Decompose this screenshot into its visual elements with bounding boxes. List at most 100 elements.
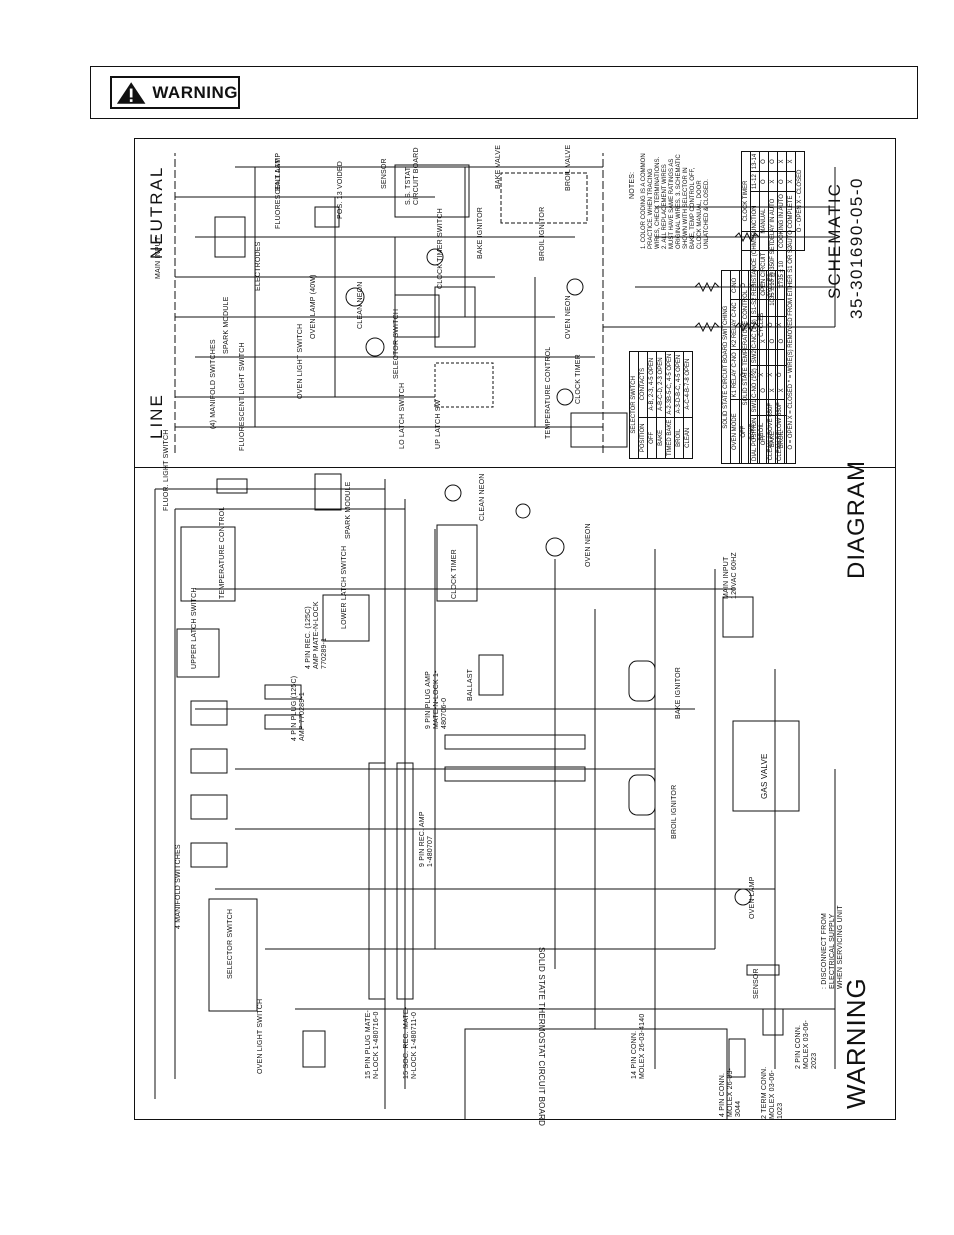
label-bake-ignitor-diagram: BAKE IGNITOR xyxy=(675,666,682,719)
label-oven-lamp: OVEN LAMP (40W) xyxy=(310,274,317,339)
label-pos13-voided: POS. 13 VOIDED xyxy=(337,160,344,219)
table-cell: X xyxy=(768,171,778,192)
label-plug-9pin: 9 PIN PLUG AMP MATE-N-LOCK 1-480706-0 xyxy=(425,670,448,729)
warning-badge: WARNING xyxy=(110,76,240,109)
table-cell: CLEAN xyxy=(683,417,693,459)
label-main-input: MAIN INPUT xyxy=(155,236,162,279)
label-oven-light-switch: OVEN LIGHT SWITCH xyxy=(297,323,304,399)
panel-divider xyxy=(135,467,895,468)
label-clean-neon-diagram: CLEAN NEON xyxy=(479,473,486,521)
table-cell: OPEN CIRCUIT xyxy=(759,231,769,317)
label-up-latch-sw: UP LATCH SW xyxy=(435,399,442,449)
label-bake-valve: BAKE VALVE xyxy=(495,144,502,189)
label-clock-timer: CLOCK TIMER xyxy=(575,354,582,404)
table-cell: BROIL xyxy=(777,415,787,464)
label-plug-15pin: 15 PIN PLUG MATE-N-LOCK 1-480716-0 xyxy=(365,1009,380,1079)
label-conn-2pin: 2 PIN CONN. MOLEX 03-06-2023 xyxy=(795,1019,818,1069)
selector-table-header: CONTACTS xyxy=(638,351,648,418)
table-cell: X xyxy=(777,365,787,416)
table-cell: X xyxy=(759,316,769,366)
label-broil-ignitor: BROIL IGNITOR xyxy=(539,206,546,261)
temp-table-header: SW1 C-NO (1-2) xyxy=(750,365,760,416)
label-gas-valve: GAS VALVE xyxy=(760,753,769,799)
label-clean-neon: CLEAN NEON xyxy=(357,281,364,329)
temp-table-header: DIAL POSITION xyxy=(750,415,760,464)
table-cell: 1035 ± 10 @ 350F SET xyxy=(768,231,778,317)
cb-table-header: K1 RELAY C-NO xyxy=(730,349,740,400)
cb-table-header: K2 RELAY C-NC xyxy=(730,299,740,350)
table-cell: X xyxy=(777,151,787,172)
temp-table-header: S1-S2 RESISTANCE (OHMS) xyxy=(750,231,760,317)
diagram-title: DIAGRAM xyxy=(843,459,870,579)
table-cell: A-B, 2-3, 4-5 OPEN xyxy=(647,351,657,418)
notes-text: 1. COLOR CODING IS A COMMON PRACTICE. WH… xyxy=(641,153,710,249)
table-cell: BAKE xyxy=(768,415,778,464)
label-electrodes: ELECTRODES xyxy=(255,241,262,291)
label-broil-ignitor-diagram: BROIL IGNITOR xyxy=(671,784,678,839)
table-cell: A-2-3B-5-C, 4-5 OPEN xyxy=(665,351,675,418)
clock-table-legend: O - OPEN X - CLOSED xyxy=(795,151,805,251)
label-temperature-control: TEMPERATURE CONTROL xyxy=(545,346,552,439)
warning-label: WARNING xyxy=(152,82,238,102)
table-cell: A-C-4-B-7-8 OPEN xyxy=(683,351,693,418)
table-cell: OFF xyxy=(759,415,769,464)
diagram-area xyxy=(135,469,895,1119)
table-cell: BROIL xyxy=(674,417,684,459)
label-conn-14pin: 14 PIN CONN. MOLEX 26-03-4140 xyxy=(631,1013,646,1079)
temp-table-header: SW2 C-NC (1-3) xyxy=(750,316,760,366)
table-cell: TIMED BAKE xyxy=(665,417,675,459)
label-rec-4pin: 4 PIN REC. (125C) AMP MATE-N-LOCK 770289… xyxy=(305,601,328,669)
label-spark-module: SPARK MODULE xyxy=(223,296,230,354)
label-ballast-diagram: BALLAST xyxy=(467,668,474,701)
table-cell: OFF xyxy=(647,417,657,459)
diagram-wires xyxy=(154,473,836,1119)
table-cell: X xyxy=(768,365,778,416)
table-cell: A-B-C-D, 2-3 OPEN xyxy=(656,351,666,418)
label-conn-4pin: 4 PIN CONN. MOLEX 26-03-3044 xyxy=(719,1067,742,1117)
label-clock-timer-switch: CLOCK TIMER SWITCH xyxy=(437,208,444,289)
table-cell: O xyxy=(777,316,787,366)
label-spark-module-diagram: SPARK MODULE xyxy=(345,481,352,539)
notes-title: NOTES: xyxy=(629,171,636,199)
label-manifold-switches-diagram: 4 MANIFOLD SWITCHES xyxy=(175,844,182,929)
label-lower-latch-switch: LOWER LATCH SWITCH xyxy=(341,545,348,629)
schematic-part-number: 35-301690-05-0 xyxy=(847,177,866,319)
table-cell: X xyxy=(786,171,796,192)
warning-header: WARNING xyxy=(90,66,918,119)
label-fluor-light-switch: FLUOR. LIGHT SWITCH xyxy=(163,429,170,511)
temp-table-title: SOLID STATE TEMPERATURE CONTROL xyxy=(741,231,751,464)
label-rec-9pin: 9 PIN REC. AMP 1-480707 xyxy=(419,811,434,867)
schematic-area xyxy=(135,139,895,467)
label-sensor: SENSOR xyxy=(381,158,388,189)
table-cell: 1735 ± 10 xyxy=(777,231,787,317)
label-rec-15pin: 15 SOC. REC. MATE-N-LOCK 1-480711-0 xyxy=(403,1006,418,1079)
label-manifold-switches: (4) MANIFOLD SWITCHES xyxy=(210,339,217,429)
label-circuit-board: SOLID STATE THERMOSTAT CIRCUIT BOARD xyxy=(537,947,546,1127)
label-conn-2term: 2 TERM CONN. MOLEX 03-06-1023 xyxy=(761,1066,784,1119)
label-selector-switch: SELECTOR SWITCH xyxy=(393,308,400,379)
label-clock-timer-diagram: CLOCK TIMER xyxy=(451,549,458,599)
label-plug-4pin: 4 PIN PLUG (125C) AMP 770289-1 xyxy=(291,675,306,741)
schematic-title: SCHEMATIC xyxy=(825,182,844,299)
selector-table-header: POSITION xyxy=(638,417,648,459)
label-ss-tstat-board: S.S. TSTAT CIRCUIT BOARD xyxy=(405,147,420,205)
table-cell: O xyxy=(759,151,769,172)
label-main-input-diagram: MAIN INPUT 120VAC 60HZ xyxy=(723,552,738,599)
label-lo-latch-switch: LO LATCH SWITCH xyxy=(399,382,406,449)
label-oven-neon: OVEN NEON xyxy=(565,295,572,339)
table-cell: O xyxy=(777,171,787,192)
label-oven-neon-diagram: OVEN NEON xyxy=(585,523,592,567)
label-ballast: BALLAST xyxy=(275,158,282,191)
schematic-rotated xyxy=(135,139,895,467)
table-cell: O xyxy=(768,151,778,172)
label-fluorescent-light-switch: FLUORESCENT LIGHT SWITCH xyxy=(239,342,246,451)
warning-triangle-icon xyxy=(116,81,146,104)
